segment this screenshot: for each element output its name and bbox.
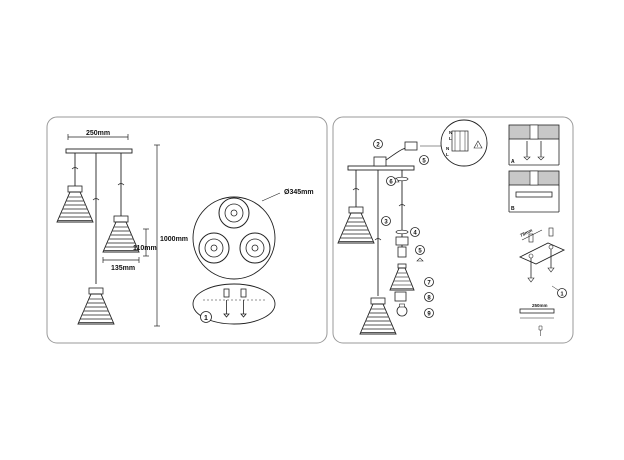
left-panel-frame bbox=[46, 116, 328, 344]
dim-plate-label: 250mm bbox=[532, 303, 548, 308]
callout-circles bbox=[373, 139, 434, 318]
right-panel-frame bbox=[332, 116, 574, 344]
plate-drawing bbox=[519, 308, 555, 336]
top-view-drawing bbox=[192, 192, 281, 280]
canopy-plate bbox=[65, 148, 133, 154]
mounting-step-drawing bbox=[192, 283, 276, 325]
callout-4: 4 bbox=[413, 231, 417, 237]
dim-height-label: 1000mm bbox=[160, 236, 188, 243]
dim-diameter-label: Ø345mm bbox=[284, 189, 314, 196]
dim-shade-height-label: 110mm bbox=[133, 245, 157, 252]
step-one-badge-right: 1 bbox=[560, 292, 563, 298]
step-one-badge-left: 1 bbox=[204, 315, 208, 322]
section-a-drawing bbox=[508, 124, 560, 166]
callout-5-mid: 5 bbox=[418, 249, 422, 255]
callout-6: 6 bbox=[389, 180, 393, 186]
wire-tag-l-2: L bbox=[446, 152, 449, 157]
dim-bracket-label: 78mm bbox=[519, 228, 533, 238]
bracket-drawing bbox=[518, 227, 567, 298]
pendant-shade-bottom bbox=[77, 287, 115, 325]
callout-labels: 2 5 6 3 4 5 7 8 9 bbox=[376, 143, 431, 318]
dim-shade-width-label: 135mm bbox=[111, 265, 135, 272]
wiring-detail-drawing: ! bbox=[420, 119, 488, 167]
callout-8: 8 bbox=[427, 296, 431, 302]
callout-9: 9 bbox=[427, 312, 431, 318]
wire-tag-l-1: L bbox=[449, 136, 452, 141]
section-b-label: B bbox=[511, 206, 515, 212]
callout-7: 7 bbox=[427, 281, 431, 287]
dim-width-label: 250mm bbox=[86, 130, 110, 137]
front-view-drawing bbox=[56, 134, 160, 327]
callout-2: 2 bbox=[376, 143, 380, 149]
callout-3: 3 bbox=[384, 220, 388, 226]
assembly-drawing bbox=[337, 141, 424, 335]
section-a-label: A bbox=[511, 159, 515, 165]
wire-tag-n-2: N bbox=[446, 146, 449, 151]
svg-text:!: ! bbox=[477, 143, 478, 148]
section-b-drawing bbox=[508, 170, 560, 213]
callout-5-top: 5 bbox=[422, 159, 426, 165]
wire-tag-n-1: N bbox=[449, 130, 452, 135]
pendant-shade-left bbox=[56, 185, 94, 223]
